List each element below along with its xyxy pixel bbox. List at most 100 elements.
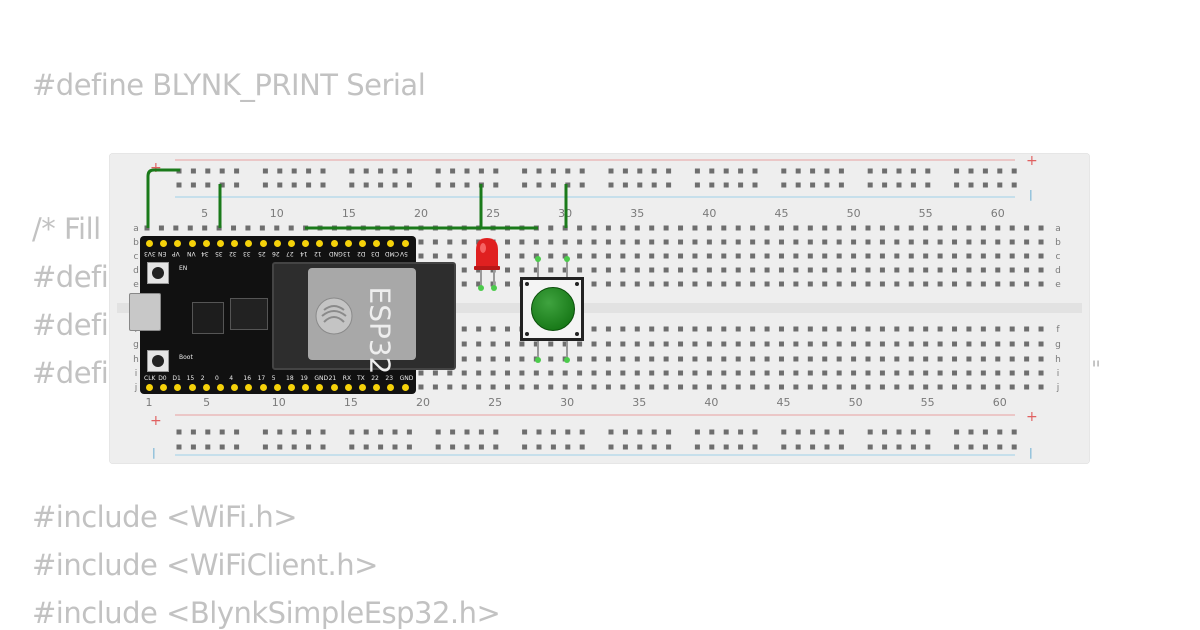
esp32-header-pin[interactable] — [202, 384, 210, 391]
esp32-header-pin[interactable] — [387, 240, 395, 247]
rail-hole — [378, 429, 384, 435]
breadboard-hole — [1009, 253, 1015, 259]
boot-button[interactable] — [147, 350, 169, 372]
esp32-header-pin[interactable] — [330, 384, 338, 391]
esp32-header-pin[interactable] — [344, 384, 352, 391]
breadboard-hole — [908, 384, 914, 390]
esp32-header-pin[interactable] — [316, 384, 324, 391]
esp32-header-pin[interactable] — [302, 240, 310, 247]
esp32-top-pin-label: 25 — [257, 250, 266, 257]
breadboard-hole — [836, 384, 842, 390]
breadboard-hole — [605, 225, 611, 231]
esp32-header-pin[interactable] — [188, 240, 196, 247]
esp32-header-pin[interactable] — [174, 240, 182, 247]
breadboard-hole — [187, 225, 193, 231]
esp32-header-pin[interactable] — [401, 240, 409, 247]
rail-hole — [190, 182, 196, 188]
esp32-header-pin[interactable] — [359, 384, 366, 391]
breadboard-hole — [432, 239, 438, 245]
rail-hole — [522, 429, 528, 435]
esp32-header-pin[interactable] — [160, 240, 168, 247]
esp32-header-pin[interactable] — [188, 384, 196, 391]
rail-hole — [694, 168, 700, 174]
breadboard-hole — [952, 225, 958, 231]
breadboard-hole — [519, 341, 525, 347]
esp32-header-pin[interactable] — [146, 384, 153, 391]
rail-hole — [536, 444, 542, 450]
breadboard-hole — [274, 225, 280, 231]
esp32-header-pin[interactable] — [202, 240, 210, 247]
breadboard-hole — [1038, 356, 1044, 362]
esp32-header-pin[interactable] — [373, 384, 381, 391]
breadboard-hole — [952, 281, 958, 287]
breadboard-hole — [879, 384, 885, 390]
breadboard-hole — [937, 253, 943, 259]
esp32-header-pin[interactable] — [174, 384, 182, 391]
esp32-header-pin[interactable] — [231, 384, 239, 391]
esp32-header-pin[interactable] — [288, 384, 295, 391]
en-button[interactable] — [147, 262, 169, 284]
esp32-header-pin[interactable] — [259, 240, 267, 247]
esp32-header-pin[interactable] — [217, 384, 224, 391]
breadboard-hole — [995, 384, 1001, 390]
esp32-header-pin[interactable] — [231, 240, 239, 247]
bottom-minus-right: | — [1029, 446, 1033, 459]
esp32-header-pin[interactable] — [245, 384, 253, 391]
esp32-header-pin[interactable] — [288, 240, 295, 247]
breadboard-hole — [663, 281, 669, 287]
breadboard-hole — [562, 370, 568, 376]
rail-hole — [896, 444, 902, 450]
rail-hole — [565, 182, 571, 188]
esp32-header-pin[interactable] — [330, 240, 338, 247]
breadboard-hole — [937, 326, 943, 332]
rail-hole — [954, 168, 960, 174]
rail-hole — [1011, 182, 1017, 188]
breadboard-hole — [476, 370, 482, 376]
breadboard-hole — [836, 370, 842, 376]
rail-hole — [478, 168, 484, 174]
esp32-header-pin[interactable] — [273, 240, 281, 247]
esp32-header-pin[interactable] — [401, 384, 409, 391]
esp32-header-pin[interactable] — [316, 240, 324, 247]
breadboard-hole — [649, 370, 655, 376]
breadboard-hole — [980, 384, 986, 390]
row-label-right: a — [1055, 224, 1061, 234]
rail-hole — [795, 182, 801, 188]
rail-hole — [291, 182, 297, 188]
esp32-header-pin[interactable] — [344, 240, 352, 247]
breadboard-hole — [1024, 253, 1030, 259]
rail-hole — [666, 429, 672, 435]
esp32-header-pin[interactable] — [259, 384, 267, 391]
breadboard-hole — [533, 370, 539, 376]
breadboard-hole — [923, 267, 929, 273]
breadboard-hole — [663, 239, 669, 245]
breadboard-hole — [750, 225, 756, 231]
breadboard-hole — [735, 370, 741, 376]
breadboard-hole — [995, 356, 1001, 362]
rail-hole — [565, 444, 571, 450]
esp32-header-pin[interactable] — [387, 384, 395, 391]
breadboard-hole — [1024, 281, 1030, 287]
esp32-header-pin[interactable] — [245, 240, 253, 247]
rail-hole — [997, 429, 1003, 435]
rail-hole — [666, 168, 672, 174]
esp32-header-pin[interactable] — [217, 240, 224, 247]
breadboard-hole — [894, 253, 900, 259]
breadboard-hole — [476, 225, 482, 231]
breadboard-hole — [432, 384, 438, 390]
pushbutton-cap[interactable] — [531, 287, 575, 331]
esp32-header-pin[interactable] — [273, 384, 281, 391]
esp32-header-pin[interactable] — [359, 240, 366, 247]
esp32-bottom-pin-label: 15 — [186, 375, 195, 382]
esp32-header-pin[interactable] — [146, 240, 153, 247]
esp32-header-pin[interactable] — [302, 384, 310, 391]
breadboard-hole — [605, 341, 611, 347]
esp32-header-pin[interactable] — [373, 240, 381, 247]
esp32-top-pin-label: GND — [328, 250, 343, 257]
rail-hole — [550, 168, 556, 174]
esp32-header-pin[interactable] — [160, 384, 168, 391]
rail-hole — [435, 182, 441, 188]
red-led[interactable] — [470, 234, 504, 294]
breadboard-hole — [505, 239, 510, 245]
